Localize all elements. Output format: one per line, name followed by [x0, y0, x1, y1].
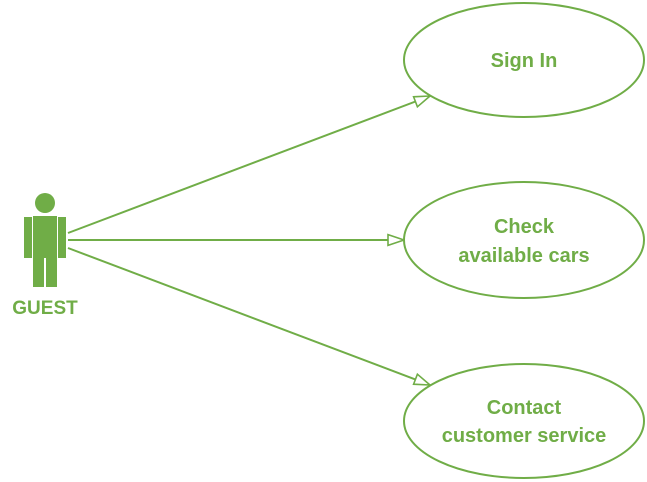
arrowhead-contact	[412, 372, 433, 386]
actor-torso	[33, 216, 57, 258]
actor-right-leg	[46, 257, 57, 287]
actor-left-arm	[24, 217, 32, 258]
actor-left-leg	[33, 257, 44, 287]
use-case-label-line-1: Contact	[487, 397, 562, 419]
use-case-ellipse	[403, 2, 645, 118]
association-line-sign-in	[67, 95, 431, 234]
use-case-contact-customer-service: Contact customer service	[403, 363, 645, 479]
arrowhead-sign-in	[412, 95, 433, 109]
use-case-ellipse	[403, 363, 645, 479]
actor-right-arm	[58, 217, 66, 258]
use-case-label: Sign In	[491, 50, 558, 72]
use-case-label-line-2: available cars	[458, 245, 589, 267]
use-case-ellipse	[403, 181, 645, 299]
use-case-label-line-1: Check	[494, 216, 555, 238]
use-case-sign-in: Sign In	[403, 2, 645, 118]
arrowhead-check-cars	[387, 233, 407, 247]
association-line-contact	[67, 247, 431, 386]
actor-label: GUEST	[12, 298, 78, 319]
actor-head	[35, 193, 55, 213]
use-case-check-available-cars: Check available cars	[403, 181, 645, 299]
use-case-label-line-2: customer service	[442, 425, 607, 447]
person-icon	[24, 193, 66, 287]
